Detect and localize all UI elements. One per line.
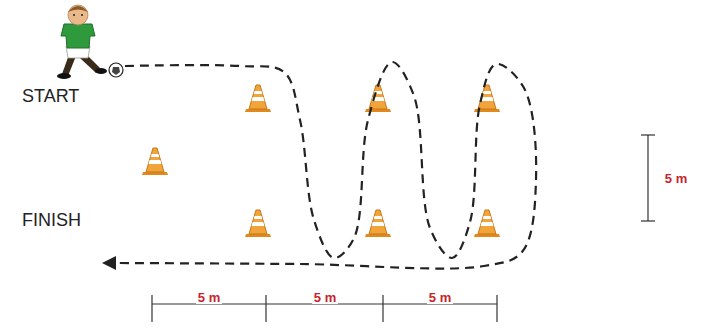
cone	[245, 85, 271, 112]
dribble-path	[116, 62, 536, 269]
vertical-dimension	[641, 135, 655, 221]
start-label: START	[22, 87, 79, 105]
dimension-label: 5 m	[663, 172, 689, 185]
dimension-label: 5 m	[196, 291, 222, 304]
cone	[245, 210, 271, 237]
cone	[365, 85, 391, 112]
player-figure	[57, 5, 107, 79]
cone	[474, 85, 500, 112]
dimension-label: 5 m	[427, 291, 453, 304]
cone	[474, 210, 500, 237]
ball	[109, 63, 123, 77]
cone	[142, 148, 168, 175]
finish-label: FINISH	[22, 211, 81, 229]
dimension-label: 5 m	[312, 291, 338, 304]
cone	[365, 210, 391, 237]
finish-arrowhead	[102, 256, 116, 270]
